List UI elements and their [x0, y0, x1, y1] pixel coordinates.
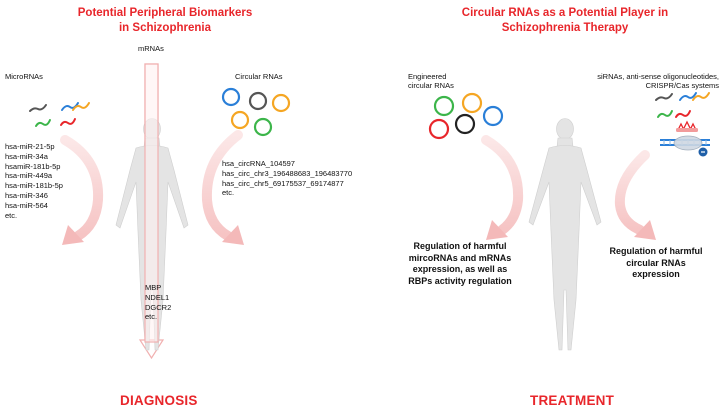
engineered-circrnas-label: Engineered circular RNAs [408, 72, 454, 90]
left-panel-title: Potential Peripheral Biomarkers in Schiz… [77, 7, 253, 34]
list-item: has_circ_chr5_69175537_69174877 [222, 178, 344, 188]
circular-rnas-label: Circular RNAs [235, 72, 283, 81]
list-item: hsamiR-181b-5p [5, 161, 61, 171]
list-item: etc. [222, 188, 235, 198]
microrna-strands-icon [29, 102, 90, 127]
list-item: MBP [145, 283, 162, 292]
microrna-list: hsa-miR-21-5p hsa-miR-34a hsamiR-181b-5p… [5, 142, 63, 220]
list-item: hsa-miR-564 [5, 200, 48, 210]
list-item: etc. [145, 312, 158, 322]
list-item: NDEL1 [145, 292, 170, 302]
crispr-cas-icon [660, 120, 710, 157]
treatment-left-outcome: Regulation of harmful mircoRNAs and mRNA… [408, 241, 512, 286]
right-panel-title: Circular RNAs as a Potential Player in S… [461, 7, 669, 34]
treatment-right-outcome: Regulation of harmful circular RNAs expr… [609, 246, 703, 279]
treatment-right-curved-arrow [614, 150, 656, 240]
engineered-circrna-icon [428, 92, 504, 140]
list-item: etc. [5, 210, 18, 220]
mrna-list: MBP NDEL1 DGCR2 etc. [145, 283, 171, 322]
human-figure-right [528, 118, 602, 351]
circrna-list: hsa_circRNA_104597 has_circ_chr3_1964886… [222, 159, 352, 198]
treatment-label: TREATMENT [530, 393, 615, 408]
list-item: hsa-miR-181b-5p [5, 181, 63, 191]
treatment-left-curved-arrow [481, 135, 524, 240]
mrnas-label: mRNAs [138, 44, 164, 53]
list-item: DGCR2 [145, 302, 172, 312]
diagnosis-label: DIAGNOSIS [120, 393, 198, 408]
list-item: hsa_circRNA_104597 [222, 159, 295, 168]
list-item: hsa-miR-346 [5, 190, 48, 200]
list-item: hsa-miR-21-5p [5, 142, 55, 151]
sirna-strands-icon [655, 92, 710, 118]
therapy-tools-label: siRNAs, anti-sense oligonucleotides, CRI… [597, 72, 719, 90]
list-item: hsa-miR-34a [5, 151, 48, 161]
circrna-rings-icon [221, 87, 291, 137]
microrna-curved-arrow [60, 135, 104, 245]
micrornas-label: MicroRNAs [5, 72, 43, 81]
circrna-curved-arrow [201, 130, 244, 245]
list-item: has_circ_chr3_196488683_196483770 [222, 168, 353, 178]
list-item: hsa-miR-449a [5, 171, 53, 181]
mrna-arrow-overlay [144, 63, 159, 343]
